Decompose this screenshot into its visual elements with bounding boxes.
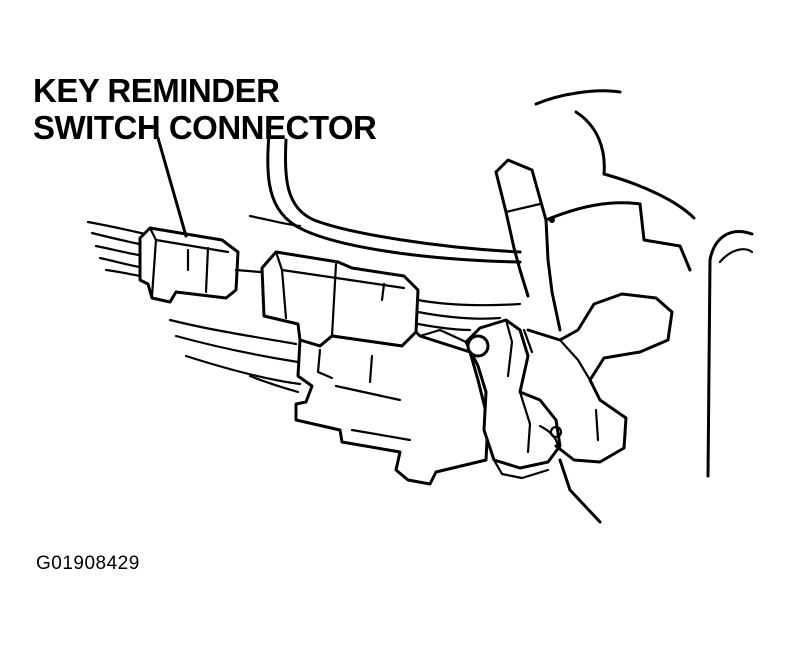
key-reminder-connector-male [138,226,240,304]
callout-line-1: KEY REMINDER [33,72,280,109]
column-shroud [494,89,696,332]
callout-leader-line [156,136,188,238]
steering-column-bracket [526,292,674,524]
ignition-switch-housing [294,328,490,486]
wire-harness-background [168,118,522,394]
figure-id-label: G01908429 [36,553,140,574]
lock-cylinder [464,318,563,480]
component-callout-label: KEY REMINDER SWITCH CONNECTOR [33,72,377,146]
callout-line-2: SWITCH CONNECTOR [33,109,377,146]
steering-column-tube [706,230,754,478]
key-reminder-connector-female [260,250,420,348]
wire-harness-left [86,220,147,279]
